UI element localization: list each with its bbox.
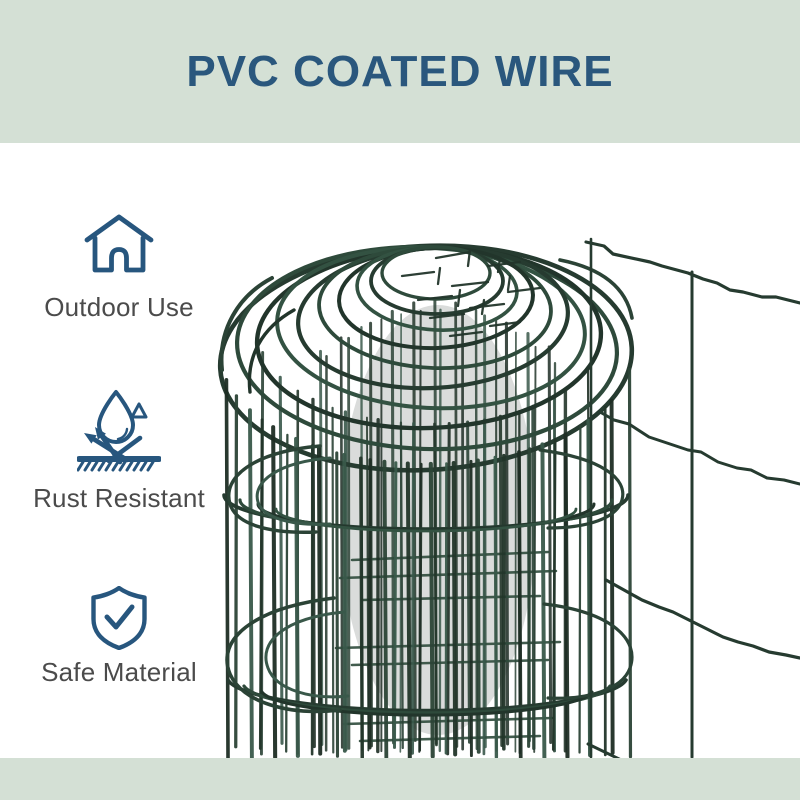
roll-mid-rings-upper bbox=[222, 444, 630, 534]
bottom-banner bbox=[0, 758, 800, 800]
shield-check-icon bbox=[91, 586, 147, 650]
roll-mid-rings-lower bbox=[225, 596, 634, 717]
feature-label: Outdoor Use bbox=[44, 292, 194, 322]
top-face-mesh-ticks bbox=[400, 248, 542, 338]
feature-list: Outdoor Use Rust Resistant Safe Material bbox=[0, 143, 238, 758]
unrolled-mesh-section bbox=[584, 237, 800, 758]
feature-rust-resistant: Rust Resistant bbox=[0, 389, 238, 514]
feature-label: Safe Material bbox=[41, 657, 197, 687]
feature-safe-material: Safe Material bbox=[0, 586, 238, 688]
product-photo-wire-mesh-roll bbox=[217, 237, 800, 758]
title-banner: PVC COATED WIRE bbox=[0, 0, 800, 143]
feature-outdoor-use: Outdoor Use bbox=[0, 213, 238, 323]
page-title: PVC COATED WIRE bbox=[186, 46, 614, 96]
house-icon bbox=[84, 214, 154, 273]
water-droplet-icon bbox=[77, 390, 161, 472]
feature-label: Rust Resistant bbox=[33, 483, 205, 513]
